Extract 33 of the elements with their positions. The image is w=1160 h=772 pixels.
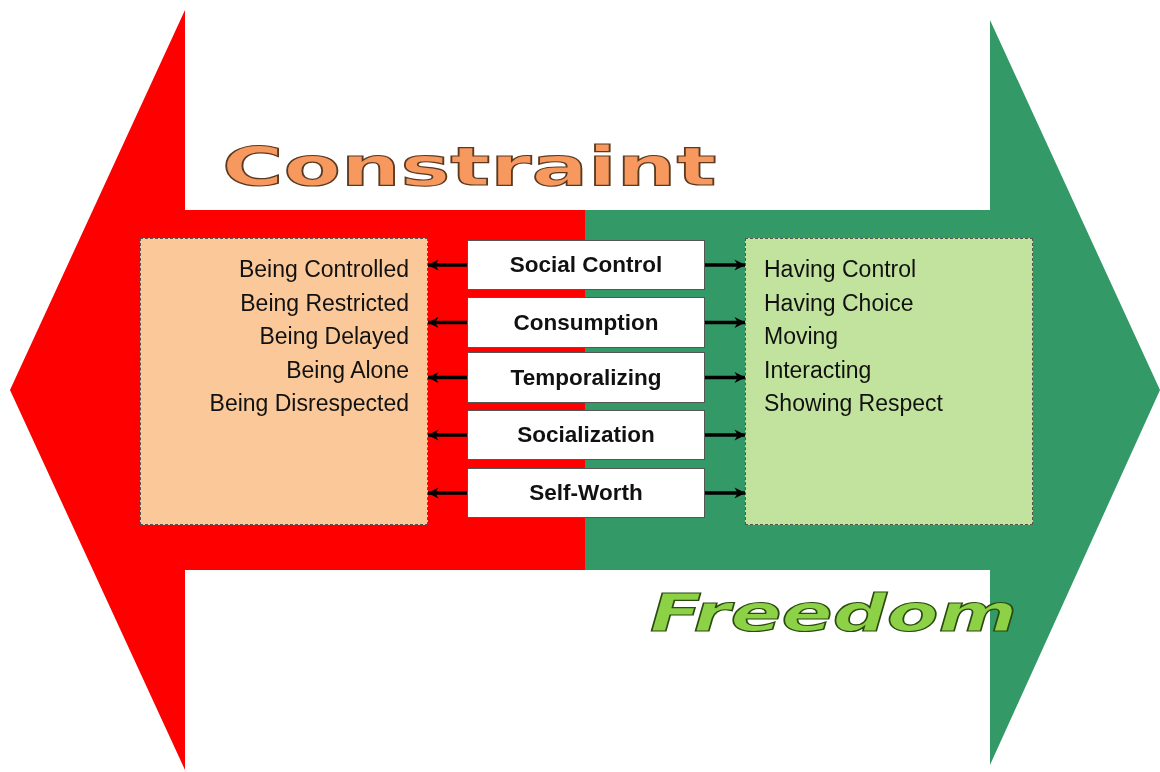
title-word: Constraint <box>222 135 717 198</box>
arrow <box>427 371 467 383</box>
list-item: Being Controlled <box>237 255 409 284</box>
concept-box <box>467 352 705 403</box>
concept-label: Social Control <box>509 252 663 278</box>
arrow <box>705 259 746 271</box>
arrow <box>705 429 746 441</box>
arrow <box>427 487 467 499</box>
concept-box <box>467 468 705 518</box>
concept-box <box>467 297 705 348</box>
list-item: Being Disrespected <box>208 389 409 418</box>
concept-label: Temporalizing <box>510 364 662 391</box>
arrow <box>705 372 746 384</box>
list-item: Having Choice <box>764 288 915 318</box>
list-item: Showing Respect <box>764 389 944 418</box>
list-item: Interacting <box>764 355 873 385</box>
list-item: Being Alone <box>285 355 409 385</box>
list-box <box>140 238 428 525</box>
list-item: Moving <box>764 322 840 351</box>
arrow <box>427 259 467 271</box>
concept-label: Consumption <box>513 309 659 336</box>
list-item: Having Control <box>764 255 918 284</box>
arrow <box>427 316 467 328</box>
concept-label: Socialization <box>517 422 655 448</box>
list-box <box>745 238 1033 525</box>
concept-label: Self-Worth <box>529 480 643 506</box>
arrow <box>705 487 746 499</box>
arrow <box>705 317 746 329</box>
concept-box <box>467 240 705 290</box>
arrow <box>427 429 467 441</box>
list-item: Being Restricted <box>239 288 409 318</box>
concept-box <box>467 410 705 460</box>
list-item: Being Delayed <box>258 322 409 351</box>
